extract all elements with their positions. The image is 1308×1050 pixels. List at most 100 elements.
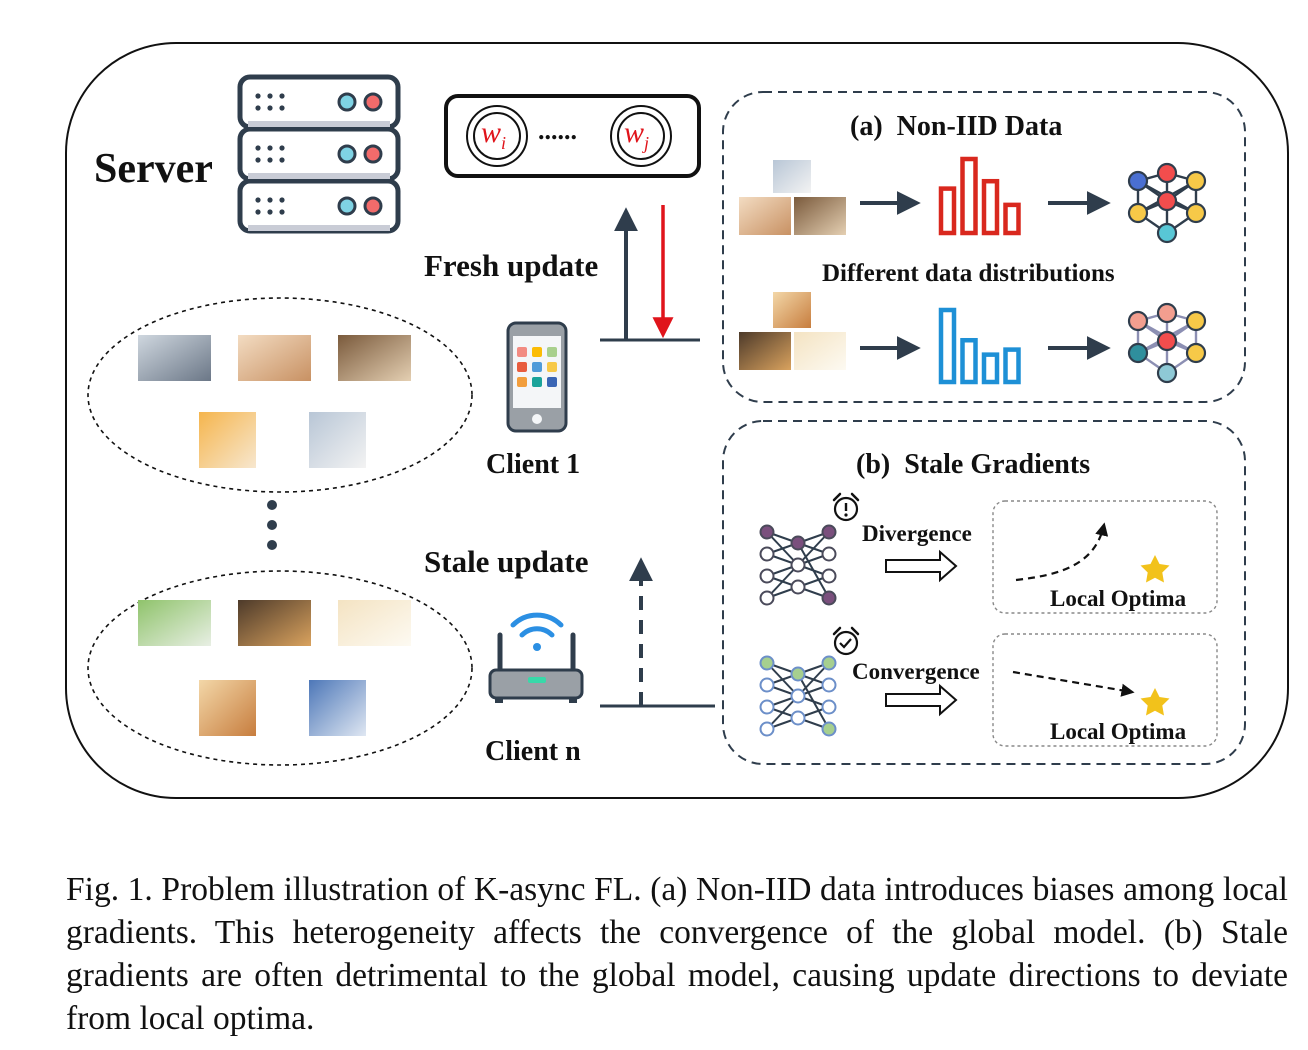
network-node [1185,170,1207,192]
more-clients-dots [267,500,277,550]
local-optima-label-2: Local Optima [1050,719,1187,744]
histogram-bar [938,186,957,236]
cat-photo [309,412,366,468]
weight-dots-label: ...... [538,116,577,145]
dog-sample-photo [794,332,846,370]
local-optima-label-1: Local Optima [1050,586,1187,611]
network-node [759,590,775,606]
alarm-warning-icon [832,492,860,522]
figure-canvas [65,42,1289,799]
histogram-bar [960,156,978,236]
dog-photo [199,680,256,736]
cat-photo [138,335,211,381]
network-node [821,699,837,715]
network-node [1127,170,1149,192]
stale-update-label: Stale update [424,544,589,579]
network-node [1156,330,1178,352]
cat-sample-photo [794,197,846,235]
local-optima-star-icon [1140,555,1170,583]
network-node [1185,342,1207,364]
server-label: Server [94,146,213,192]
histogram-bar [981,352,1000,385]
fresh-update-label: Fresh update [424,248,599,283]
panel-b-frame [722,420,1246,765]
outer-frame [65,42,1289,799]
histogram-bar [960,337,978,385]
histogram-bar [1003,202,1021,236]
divergence-network-icon [759,524,837,606]
network-node [759,677,775,693]
network-node [790,688,806,704]
network-node [1127,202,1149,224]
convergent-path-arrow [1012,670,1135,697]
figure-caption: Fig. 1. Problem illustration of K-async … [66,871,1288,1037]
network-node [1185,310,1207,332]
network-node [821,524,837,540]
network-node [1156,190,1178,212]
divergence-label: Divergence [862,521,972,546]
convergence-optima-box [992,633,1218,747]
client1-data-ellipse [87,297,473,493]
cat-photo [199,412,256,468]
panel-a-middle-text: Different data distributions [822,260,1115,287]
dog-sample-photo [773,292,811,328]
network-node [821,677,837,693]
dog-sample-photo [739,332,791,370]
network-node [821,655,837,671]
network-node [821,568,837,584]
cat-sample-photo [773,160,811,193]
network-node [1156,302,1178,324]
weight-j-circle [610,105,672,167]
histogram-bar [1003,347,1021,385]
network-node [1127,310,1149,332]
histogram-bar [938,307,957,385]
network-node [759,524,775,540]
network-node [790,579,806,595]
local-optima-star-icon [1140,688,1170,716]
network-node [1156,222,1178,244]
weight-i-circle [466,105,528,167]
network-node [759,568,775,584]
server-icon [237,74,401,234]
convergence-network-icon [759,655,837,737]
dog-photo [238,600,311,646]
weight-i-label: wi [481,116,507,153]
network-node [1156,362,1178,384]
client-1-label: Client 1 [486,449,581,480]
network-node [790,535,806,551]
histogram-bar [981,178,1000,236]
network-node [759,655,775,671]
dog-histogram [938,307,1021,385]
convergence-double-arrow [885,683,958,717]
cat-histogram [938,156,1021,236]
weight-j-label: wj [624,116,650,153]
divergent-path-arrow [1015,522,1109,582]
router-icon [488,612,584,703]
cat-photo [338,335,411,381]
model-network-icon [1127,162,1207,244]
network-node [821,590,837,606]
network-node [759,546,775,562]
network-node [821,721,837,737]
cat-photo [238,335,311,381]
dog-photo [309,680,366,736]
network-node [790,666,806,682]
dog-photo [338,600,411,646]
divergence-double-arrow [885,549,958,583]
client-n-label: Client n [485,736,581,767]
divergence-optima-box [992,500,1218,614]
network-node [1127,342,1149,364]
network-node [790,557,806,573]
convergence-label: Convergence [852,659,980,684]
network-node [759,699,775,715]
phone-icon [506,321,568,433]
network-node [759,721,775,737]
network-node [1156,162,1178,184]
dog-photo [138,600,211,646]
panel-a-frame [722,91,1246,403]
model-network-icon [1127,302,1207,384]
clientn-data-ellipse [87,570,473,766]
panel-b-title: (b) Stale Gradients [856,449,1091,480]
network-node [790,710,806,726]
network-node [821,546,837,562]
